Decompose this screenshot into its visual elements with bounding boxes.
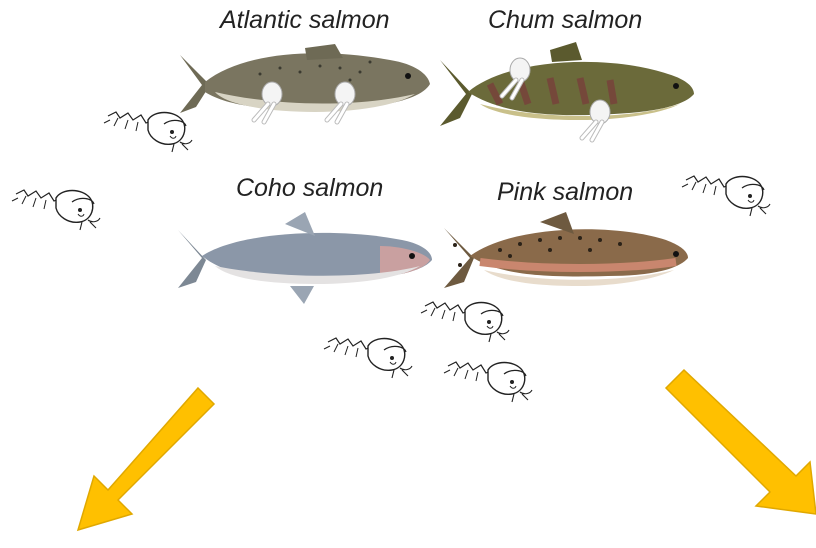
- pink-salmon-fish: [444, 212, 688, 288]
- atlantic-salmon-fish: [180, 44, 430, 122]
- sea-louse-icon: [421, 302, 509, 342]
- chum-salmon-fish: [440, 42, 694, 140]
- sea-louse-icon: [104, 112, 192, 152]
- sea-louse-icon: [682, 176, 770, 216]
- sea-louse-icon: [12, 190, 100, 230]
- arrow-down-right-icon: [666, 370, 816, 514]
- arrow-down-left-icon: [78, 388, 214, 530]
- sea-louse-icon: [324, 338, 412, 378]
- sea-louse-icon: [444, 362, 532, 402]
- coho-salmon-fish: [178, 212, 432, 304]
